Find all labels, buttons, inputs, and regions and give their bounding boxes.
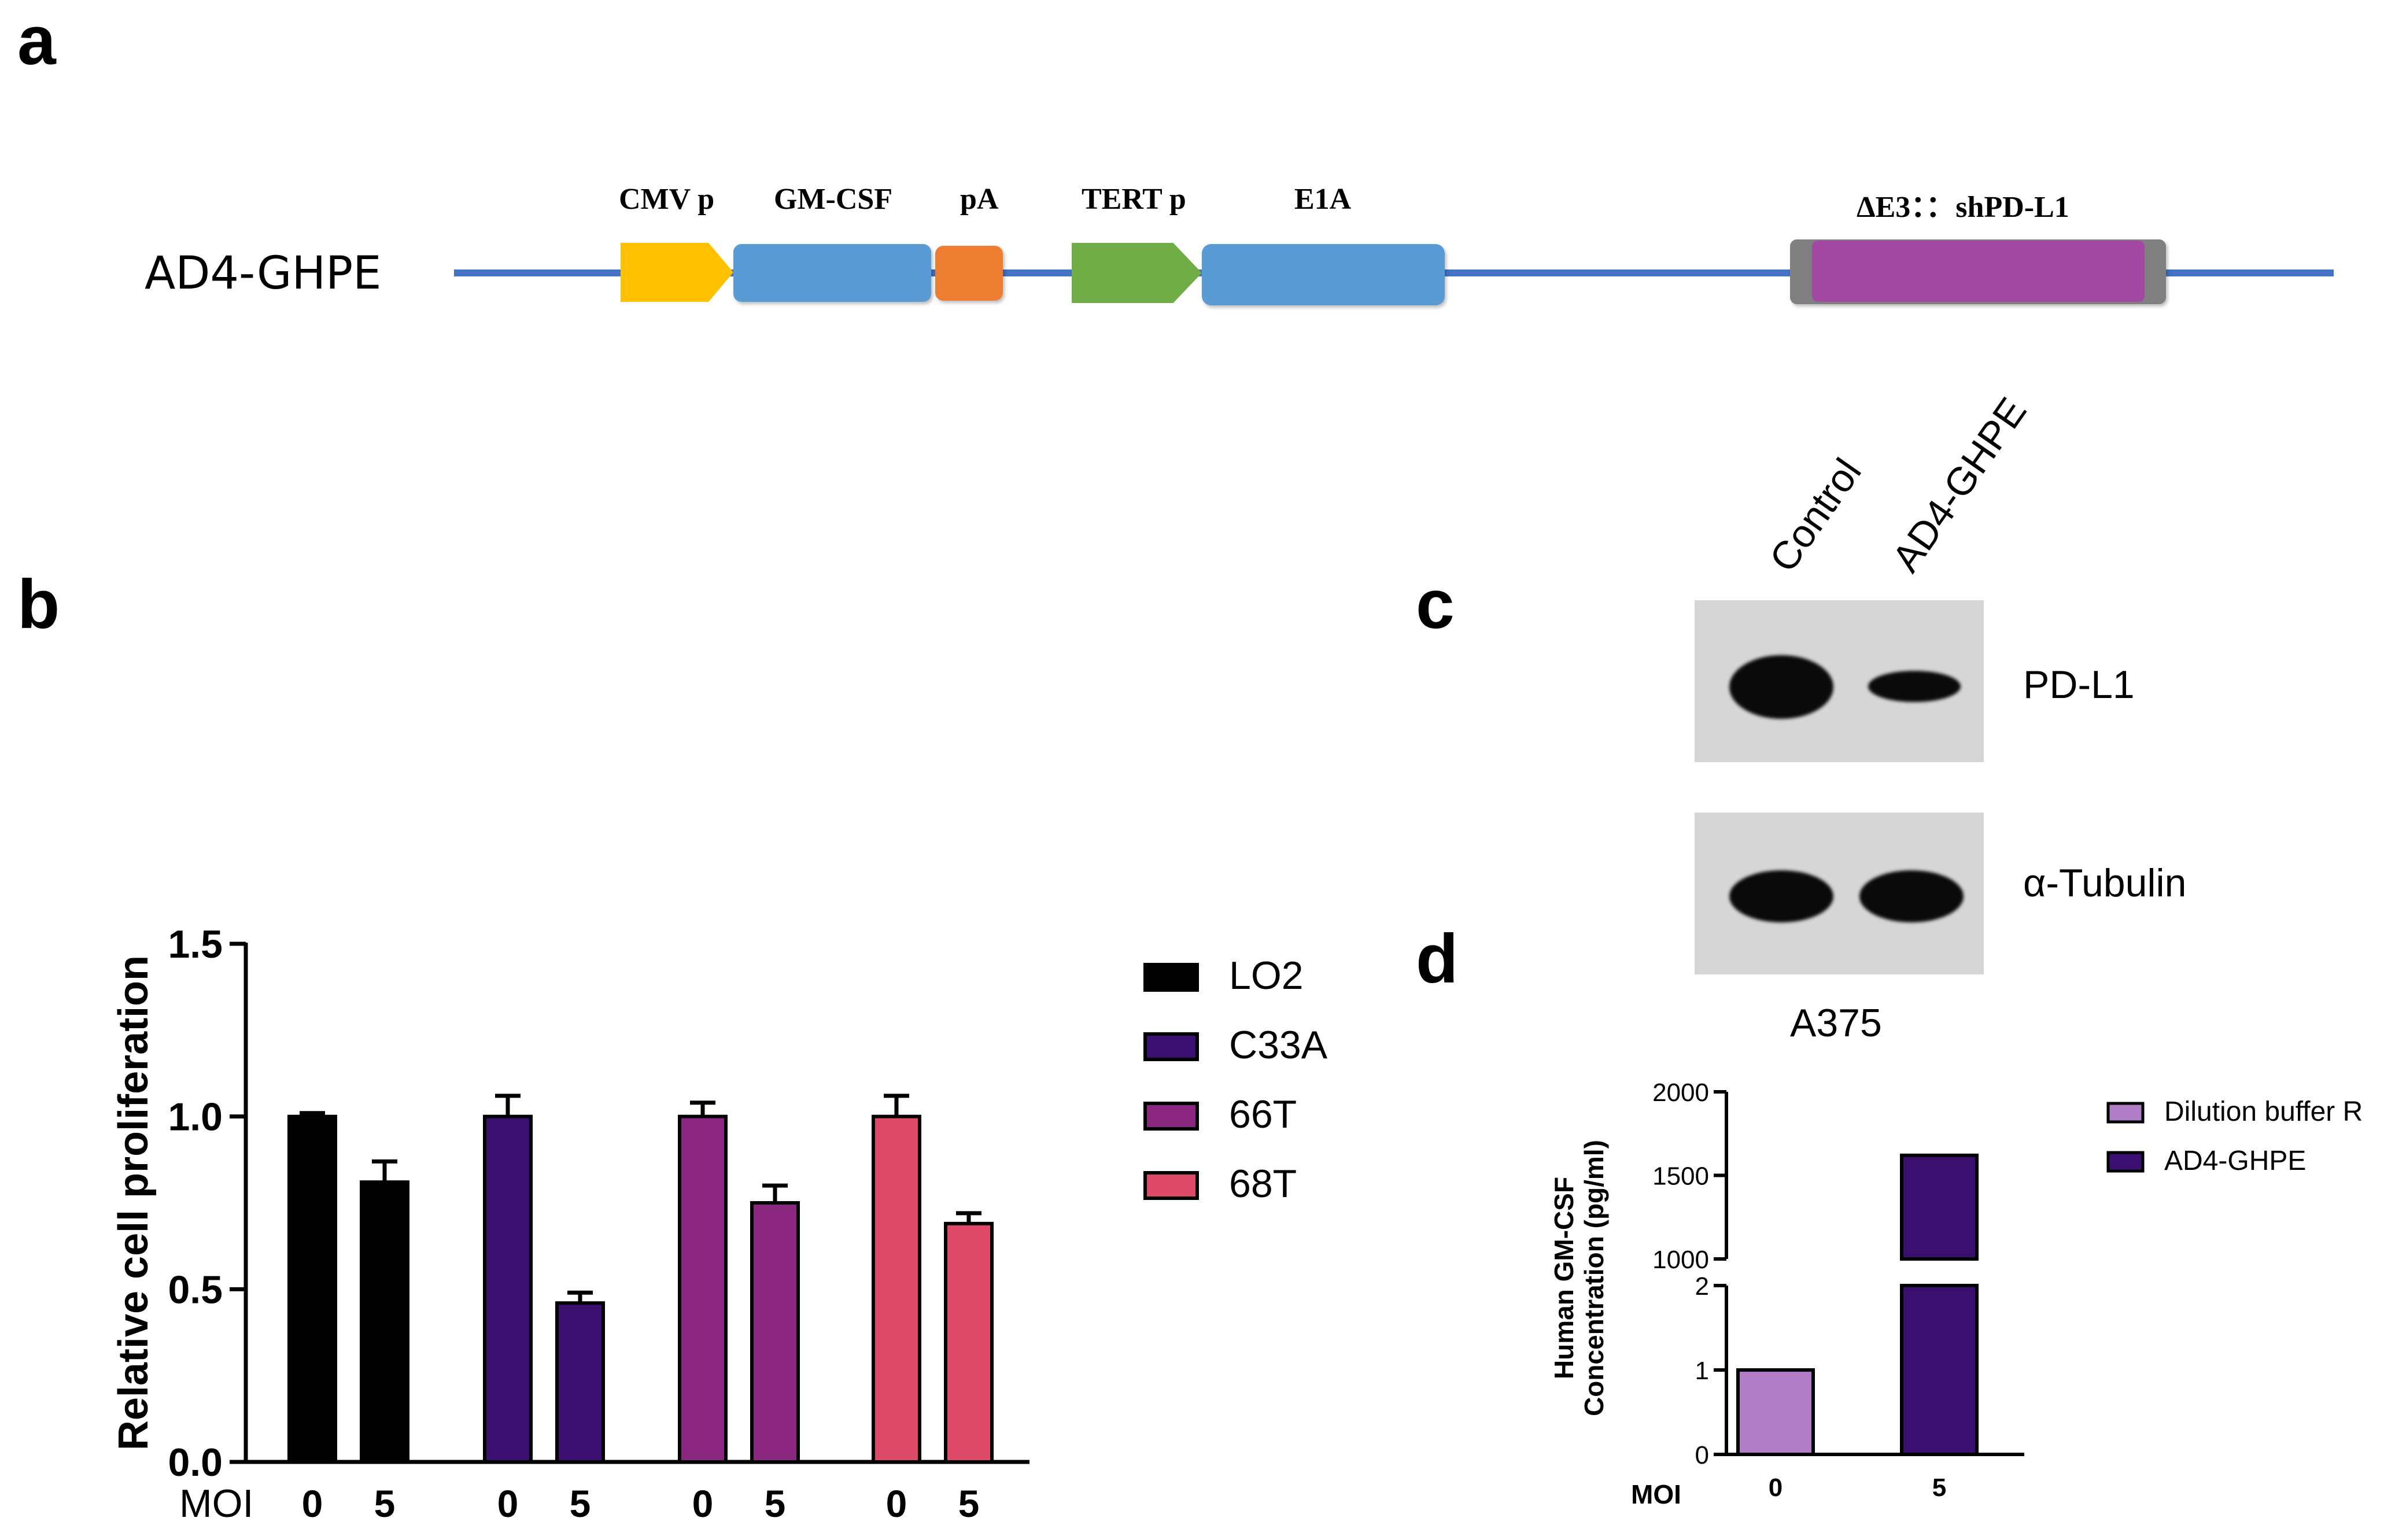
label-cmv-promoter: CMV p (619, 183, 715, 216)
d-x-tick-label: 5 (1932, 1473, 1946, 1502)
b-bar (287, 1114, 337, 1464)
b-legend-label: 68T (1229, 1162, 1297, 1206)
element-gm-csf (733, 244, 931, 302)
element-e3-shpdl1 (1812, 241, 2145, 302)
label-tert-promoter: TERT p (1082, 183, 1186, 216)
d-legend-label: Dilution buffer R (2164, 1096, 2363, 1127)
d-y-axis-label: Human GM-CSFConcentration (pg/ml) (1549, 1140, 1609, 1416)
label-pa: pA (960, 183, 999, 216)
band-tubulin-control (1729, 870, 1833, 922)
band-pdl1-control (1729, 655, 1833, 719)
d-x-axis-label: MOI (1631, 1479, 1681, 1509)
b-x-tick-label: 0 (497, 1482, 519, 1525)
band-pdl1-ad4 (1868, 671, 1961, 702)
b-x-tick-label: 0 (886, 1482, 907, 1525)
b-bar (360, 1180, 409, 1464)
b-legend-swatch (1143, 1102, 1199, 1131)
b-x-tick-label: 0 (692, 1482, 714, 1525)
b-legend-label: LO2 (1229, 954, 1304, 998)
element-e1a (1202, 244, 1445, 305)
element-tert-promoter (1072, 243, 1202, 303)
b-bar (944, 1221, 994, 1464)
b-bar (555, 1301, 605, 1464)
d-bar-dilution (1736, 1368, 1815, 1456)
b-x-tick-label: 5 (765, 1482, 786, 1525)
d-y-tick-label: 1000 (1652, 1246, 1709, 1274)
blot-row-tubulin: α-Tubulin (2023, 861, 2187, 905)
label-e1a: E1A (1294, 183, 1352, 216)
b-y-tick-label: 1.5 (168, 922, 223, 966)
b-x-axis-label: MOI (179, 1482, 253, 1526)
d-y-tick-label: 0 (1695, 1441, 1709, 1469)
b-x-tick-label: 5 (374, 1482, 396, 1525)
element-pa (935, 246, 1003, 301)
b-bar (872, 1114, 921, 1464)
panel-letter-c: c (1416, 566, 1455, 643)
blot-pdl1 (1695, 600, 1984, 762)
b-bar (483, 1114, 533, 1464)
b-legend-swatch (1143, 1032, 1199, 1061)
band-tubulin-ad4 (1859, 870, 1964, 922)
blot-tubulin (1695, 813, 1984, 974)
d-legend-swatch (2106, 1151, 2145, 1173)
b-legend-label: C33A (1229, 1023, 1328, 1067)
b-y-axis-label: Relative cell proliferation (110, 955, 157, 1450)
d-y-tick-label: 1500 (1652, 1162, 1709, 1191)
d-x-tick-label: 0 (1769, 1473, 1783, 1502)
b-legend-label: 66T (1229, 1092, 1297, 1136)
d-y-tick-label: 1 (1695, 1357, 1709, 1385)
d-y-tick-label: 2000 (1652, 1079, 1709, 1107)
element-cmv-promoter (621, 243, 733, 302)
b-bar (750, 1201, 800, 1464)
d-bar-ad4-upper (1900, 1153, 1979, 1261)
b-x-tick-label: 5 (958, 1482, 980, 1525)
blot-cell-line: A375 (1790, 1001, 1882, 1045)
b-bar (678, 1114, 728, 1464)
d-y-tick-label: 2 (1695, 1272, 1709, 1301)
construct-name: AD4-GHPE (145, 248, 382, 300)
label-e3-shpdl1: ΔE3：：shPD-L1 (1857, 191, 2069, 224)
panel-letter-d: d (1416, 920, 1459, 998)
d-bar-ad4-lower (1900, 1284, 1979, 1456)
d-legend-label: AD4-GHPE (2164, 1146, 2306, 1176)
panel-letter-b: b (17, 566, 60, 643)
b-legend-swatch (1143, 1171, 1199, 1200)
b-y-tick-label: 0.5 (168, 1268, 223, 1312)
b-y-tick-label: 0.0 (168, 1441, 223, 1484)
panel-letter-a: a (17, 2, 56, 79)
b-x-tick-label: 5 (570, 1482, 591, 1525)
d-legend-swatch (2106, 1102, 2145, 1124)
blot-row-pdl1: PD-L1 (2023, 663, 2135, 707)
b-legend-swatch (1143, 963, 1199, 992)
b-x-tick-label: 0 (302, 1482, 323, 1525)
label-gm-csf: GM-CSF (774, 183, 893, 216)
b-y-tick-label: 1.0 (168, 1095, 223, 1139)
